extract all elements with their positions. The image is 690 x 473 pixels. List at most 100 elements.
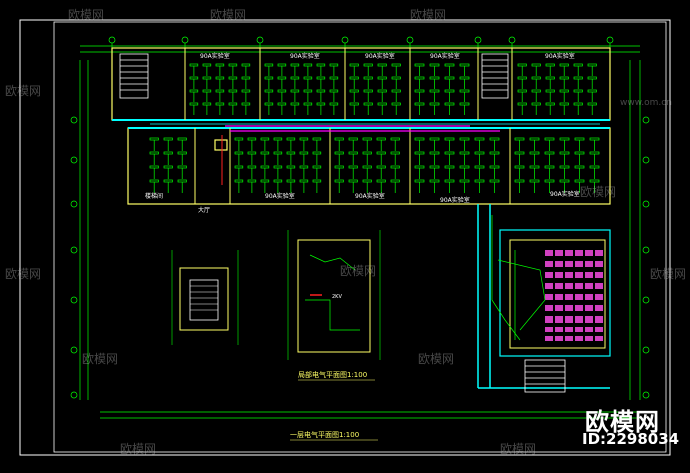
light-fixture xyxy=(489,179,500,183)
seat xyxy=(595,250,603,256)
watermark-brand-logo: 欧模网 xyxy=(585,408,660,436)
watermark-brand-9: 欧模网 xyxy=(580,185,617,199)
seat xyxy=(585,327,593,332)
seat xyxy=(565,283,573,289)
seat xyxy=(565,305,573,311)
seat xyxy=(565,294,573,300)
watermark-id-tail: 4 xyxy=(668,430,680,448)
seat xyxy=(575,327,583,332)
seat xyxy=(545,318,553,323)
light-fixture xyxy=(363,89,373,93)
room-label-4: 90A实验室 xyxy=(430,52,460,60)
light-fixture xyxy=(559,137,570,141)
light-fixture xyxy=(247,137,257,141)
seat xyxy=(585,294,593,300)
watermark-brand-8: 欧模网 xyxy=(418,352,455,366)
light-fixture xyxy=(474,165,485,169)
light-fixture xyxy=(348,151,358,155)
corridor-wiring xyxy=(150,123,600,185)
light-fixture xyxy=(299,151,309,155)
watermark-brand-5: 欧模网 xyxy=(5,267,42,281)
axis-bubble-top xyxy=(606,36,614,44)
light-fixture xyxy=(589,137,600,141)
seat xyxy=(575,250,583,256)
light-fixture xyxy=(444,76,455,80)
light-fixture xyxy=(348,179,358,183)
seat xyxy=(595,336,603,341)
light-fixture xyxy=(303,89,313,93)
seat xyxy=(595,318,603,323)
light-fixture xyxy=(334,151,344,155)
light-fixture xyxy=(202,76,212,80)
hall-label: 大厅 xyxy=(198,206,210,214)
light-fixture xyxy=(391,63,401,67)
light-fixture xyxy=(531,89,541,93)
light-fixture xyxy=(349,102,359,106)
light-fixture xyxy=(489,165,500,169)
axis-bubble-right xyxy=(642,156,650,164)
seat xyxy=(575,318,583,323)
light-fixture xyxy=(277,76,287,80)
light-fixture xyxy=(277,89,287,93)
seat xyxy=(555,305,563,311)
light-fixture xyxy=(376,137,386,141)
light-fixture xyxy=(459,151,470,155)
light-fixture xyxy=(514,165,525,169)
light-fixture xyxy=(429,179,440,183)
light-fixture xyxy=(260,137,270,141)
watermark-brand-4: 欧模网 xyxy=(5,84,42,98)
light-fixture xyxy=(234,179,244,183)
light-fixture xyxy=(514,137,525,141)
light-fixture xyxy=(531,102,541,106)
watermark-site-1: www.om.cn xyxy=(620,98,672,108)
light-fixture xyxy=(559,102,569,106)
light-fixture xyxy=(544,179,555,183)
light-fixture xyxy=(215,63,225,67)
axis-bubble-top xyxy=(508,36,516,44)
light-fixture xyxy=(234,137,244,141)
seat xyxy=(565,336,573,341)
light-fixture xyxy=(559,76,569,80)
light-fixture xyxy=(444,179,455,183)
light-fixture xyxy=(163,151,173,155)
light-fixture xyxy=(247,151,257,155)
light-fixture xyxy=(559,63,569,67)
axis-bubble-top xyxy=(181,36,189,44)
light-fixture xyxy=(531,76,541,80)
light-fixture xyxy=(514,151,525,155)
outer-frame xyxy=(19,19,671,456)
light-fixture xyxy=(241,63,251,67)
light-fixture xyxy=(312,151,322,155)
light-fixture xyxy=(573,76,583,80)
seat xyxy=(555,261,563,267)
room-label-9: 90A实验室 xyxy=(550,190,580,198)
seat xyxy=(575,272,583,278)
light-fixture xyxy=(290,63,300,67)
light-fixture xyxy=(273,179,283,183)
light-fixture xyxy=(391,102,401,106)
inner-frame xyxy=(53,21,667,453)
axis-bubble-right xyxy=(642,200,650,208)
axis-bubble-right xyxy=(642,346,650,354)
east-wing-room xyxy=(509,239,606,349)
light-fixture xyxy=(517,63,527,67)
watermark-brand-1: 欧模网 xyxy=(68,8,105,22)
main-building-walls xyxy=(111,47,611,205)
seat xyxy=(575,336,583,341)
light-fixture xyxy=(559,89,569,93)
light-fixture xyxy=(234,165,244,169)
watermark-brand-6: 欧模网 xyxy=(340,264,377,278)
light-fixture xyxy=(459,89,470,93)
light-fixture xyxy=(514,179,525,183)
light-fixture xyxy=(429,165,440,169)
light-fixture xyxy=(377,89,387,93)
light-fixture xyxy=(429,63,440,67)
seat xyxy=(545,250,553,256)
light-fixture xyxy=(363,76,373,80)
light-fixture xyxy=(459,165,470,169)
light-fixture xyxy=(589,165,600,169)
sub-plan-title: 局部电气平面图1:100 xyxy=(298,370,367,379)
light-fixture xyxy=(316,63,326,67)
light-fixture xyxy=(215,89,225,93)
